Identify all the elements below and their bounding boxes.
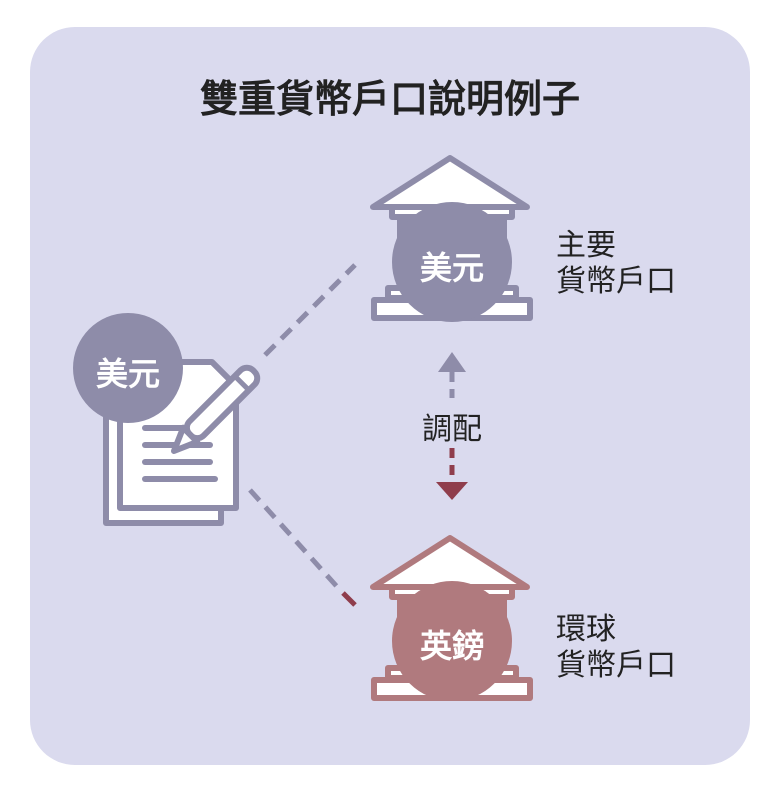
global-label-line2: 貨幣戶口 [556,648,676,683]
global-label-line1: 環球 [556,612,616,647]
usd-badge-document [73,313,183,423]
badge-label-document: 美元 [95,355,160,393]
gbp-badge-global [392,581,512,701]
primary-label-line1: 主要 [556,228,616,263]
diagram-title: 雙重貨幣戶口說明例子 [199,77,580,121]
pen-icon [170,364,261,455]
badge-label-global: 英鎊 [419,627,484,665]
arrow-up-icon [438,352,466,372]
connector-to-global [248,488,342,592]
connector-to-primary [263,263,357,357]
arrow-down-icon [436,482,468,500]
transfer-label: 調配 [422,412,482,447]
badge-label-primary: 美元 [419,249,484,287]
usd-badge-primary [392,202,512,322]
primary-label-line2: 貨幣戶口 [556,264,676,299]
